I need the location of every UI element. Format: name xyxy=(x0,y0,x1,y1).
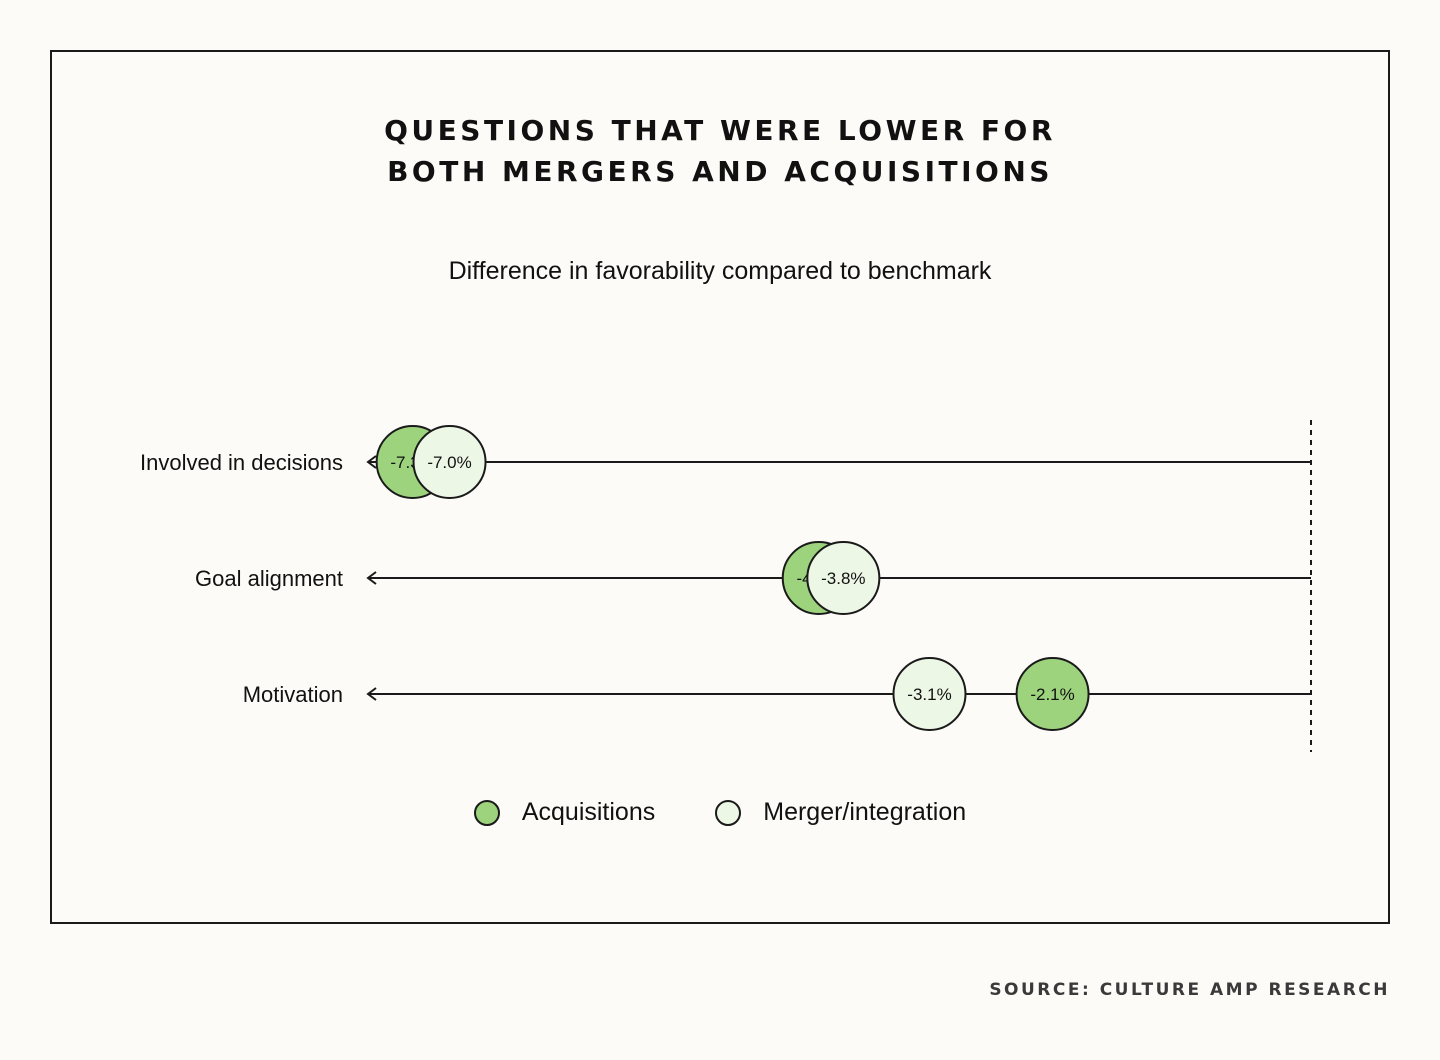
legend-swatch-acquisitions xyxy=(473,799,500,826)
legend: Acquisitions Merger/integration xyxy=(0,798,1440,827)
data-label-acquisitions-motivation: -2.1% xyxy=(1030,685,1074,704)
row-arrow-goal-alignment xyxy=(366,571,377,585)
legend-item-acquisitions: Acquisitions xyxy=(473,798,656,827)
row-arrow-motivation xyxy=(366,687,377,701)
dot-merger-integration-motivation xyxy=(892,657,967,731)
chart-title-line-2: BOTH MERGERS AND ACQUISITIONS xyxy=(387,155,1053,188)
chart-title-line-1: QUESTIONS THAT WERE LOWER FOR xyxy=(384,114,1056,147)
legend-label-merger: Merger/integration xyxy=(763,798,967,826)
data-label-merger-integration-involved-in-decisions: -7.0% xyxy=(427,453,471,472)
legend-item-merger: Merger/integration xyxy=(715,798,966,827)
category-label-goal-alignment: Goal alignment xyxy=(195,566,343,591)
dot-merger-integration-goal-alignment xyxy=(806,541,881,615)
data-label-merger-integration-motivation: -3.1% xyxy=(907,685,951,704)
chart-title: QUESTIONS THAT WERE LOWER FOR BOTH MERGE… xyxy=(0,110,1440,192)
category-label-involved-in-decisions: Involved in decisions xyxy=(140,450,343,475)
source-note: SOURCE: CULTURE AMP RESEARCH xyxy=(989,980,1390,1000)
category-label-motivation: Motivation xyxy=(243,682,343,707)
data-label-merger-integration-goal-alignment: -3.8% xyxy=(821,569,865,588)
chart-subtitle: Difference in favorability compared to b… xyxy=(448,257,992,285)
legend-label-acquisitions: Acquisitions xyxy=(521,798,656,826)
legend-swatch-merger xyxy=(715,799,742,826)
row-arrow-involved-in-decisions xyxy=(366,455,377,469)
dot-merger-integration-involved-in-decisions xyxy=(412,425,487,499)
chart-frame xyxy=(50,50,1390,924)
dot-acquisitions-motivation xyxy=(1015,657,1090,731)
